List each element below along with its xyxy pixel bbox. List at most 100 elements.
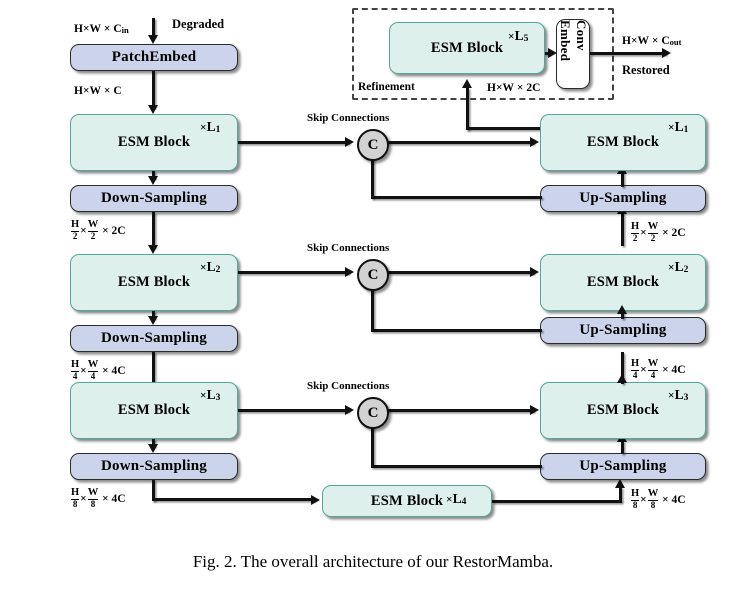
line-refine-to-convembed — [545, 52, 550, 55]
arrow-decoder-esm3-to-up2 — [617, 374, 627, 383]
dim-x2: × — [662, 364, 669, 376]
refinement-input-dim-label: H×W × 2C — [487, 82, 540, 95]
line-esm1-to-down1 — [152, 171, 155, 179]
concat-node-1-label: C — [367, 136, 379, 153]
dim-c: 2C — [671, 227, 686, 239]
down-sampling-3[interactable]: Down-Sampling — [70, 453, 238, 480]
after-patchembed-dim-label: H×W × C — [74, 85, 122, 98]
dim-x: × — [640, 227, 647, 239]
bottleneck-esm-block-label: ESM Block — [370, 492, 444, 509]
up-sampling-3[interactable]: Up-Sampling — [540, 453, 706, 480]
up-sampling-2-label: Up-Sampling — [579, 322, 667, 338]
patch-embed-block[interactable]: PatchEmbed — [70, 44, 238, 71]
degraded-flow-label: Degraded — [172, 17, 225, 31]
arrow-down3-to-bottleneck — [311, 495, 320, 505]
refinement-esm-block-label: ESM Block — [430, 39, 504, 56]
repeat-times-symbol: × — [200, 122, 207, 134]
line-concat1-to-decoder-esm1 — [386, 141, 534, 144]
dim-c: C — [113, 23, 122, 35]
arrow-encoder-esm2-to-concat2 — [345, 267, 354, 277]
line-concat2-to-decoder-esm2 — [386, 271, 534, 274]
architecture-diagram: Refinement ESM Block ×L5 Conv Embed H×W … — [70, 8, 706, 517]
line-encoder-esm2-to-concat2 — [238, 271, 349, 274]
arrow-esm3-to-down3 — [148, 444, 158, 453]
encoder-esm-3-repeat: ×L3 — [200, 388, 220, 404]
conv-embed-label: Conv Embed — [558, 20, 589, 62]
line-up2-to-concat2-horz — [371, 329, 542, 332]
arrow-down1-to-esm2 — [148, 245, 158, 254]
refinement-esm-repeat: ×L5 — [508, 29, 528, 45]
dim-w: W — [89, 85, 102, 97]
concat-node-1[interactable]: C — [357, 129, 389, 161]
decoder-esm-block-3-label: ESM Block — [586, 402, 660, 418]
concat-node-2[interactable]: C — [357, 259, 389, 291]
dim-x2: × — [102, 365, 109, 377]
dim-w: W — [89, 23, 102, 35]
concat-node-3[interactable]: C — [357, 397, 389, 429]
dim-x: × — [495, 82, 503, 94]
repeat-count-letter: L — [206, 387, 216, 402]
encoder-esm-block-1[interactable]: ESM Block — [70, 114, 238, 171]
line-decoder-esm3-to-up2 — [621, 352, 624, 384]
decoder-esm-block-3[interactable]: ESM Block — [540, 382, 706, 439]
arrow-up2-to-decoder-esm2 — [617, 305, 627, 314]
down-sampling-1-label: Down-Sampling — [101, 190, 207, 206]
dim-c: 4C — [111, 493, 126, 505]
encoder-esm-block-3[interactable]: ESM Block — [70, 382, 238, 439]
repeat-count-letter: L — [452, 491, 462, 506]
concat-node-3-label: C — [367, 404, 379, 421]
restored-flow-label: Restored — [622, 63, 670, 77]
encoder-esm-block-2-label: ESM Block — [117, 274, 191, 290]
dim-x: × — [80, 365, 87, 377]
dim-x2: × — [102, 225, 109, 237]
line-decoder-to-refinement-horz — [466, 127, 542, 130]
repeat-times-symbol: × — [508, 31, 515, 43]
up-sampling-2[interactable]: Up-Sampling — [540, 317, 706, 344]
output-dim-label: H×W × Cout — [622, 35, 681, 48]
dim-c: 4C — [671, 494, 686, 506]
line-encoder-esm1-to-concat1 — [238, 141, 349, 144]
bottleneck-esm-block[interactable]: ESM Block — [322, 485, 492, 517]
dim-x2: × — [662, 227, 669, 239]
up-sampling-1[interactable]: Up-Sampling — [540, 185, 706, 212]
arrow-encoder-esm1-to-concat1 — [345, 137, 354, 147]
dim-c: C — [661, 35, 670, 47]
conv-embed-block[interactable]: Conv Embed — [556, 19, 590, 89]
line-down3-to-bottleneck-horz — [152, 498, 315, 501]
line-up2-to-decoder-esm2 — [621, 311, 624, 319]
encoder-esm-block-2[interactable]: ESM Block — [70, 254, 238, 311]
repeat-times-symbol: × — [668, 262, 675, 274]
refinement-esm-block[interactable]: ESM Block — [389, 22, 545, 74]
line-bottleneck-to-up3-horz — [492, 500, 622, 503]
down-sampling-2[interactable]: Down-Sampling — [70, 325, 238, 352]
repeat-count-index: 2 — [215, 265, 221, 275]
dim-x2: × — [102, 493, 109, 505]
decoder-esm-block-2[interactable]: ESM Block — [540, 254, 706, 311]
encoder-esm-1-repeat: ×L1 — [200, 120, 220, 136]
repeat-count-letter: L — [674, 387, 684, 402]
dim-c-sub: in — [121, 25, 129, 35]
line-up1-to-decoder-esm1 — [621, 171, 624, 187]
repeat-count-letter: L — [206, 119, 216, 134]
dim-h: H — [74, 85, 83, 97]
line-up1-to-concat1-vert — [371, 158, 374, 198]
up-sampling-1-label: Up-Sampling — [579, 190, 667, 206]
repeat-count-index: 3 — [683, 393, 689, 403]
line-input-to-patchembed — [152, 18, 155, 37]
down-sampling-1[interactable]: Down-Sampling — [70, 185, 238, 212]
line-up3-to-concat3-vert — [371, 425, 374, 466]
line-down3-to-bottleneck-vert — [152, 480, 155, 501]
encoder-esm-block-1-label: ESM Block — [117, 134, 191, 150]
input-dim-label: H×W × Cin — [74, 23, 129, 36]
line-decoder-to-refinement-vert — [466, 88, 469, 130]
decoder-esm-block-1[interactable]: ESM Block — [540, 114, 706, 171]
